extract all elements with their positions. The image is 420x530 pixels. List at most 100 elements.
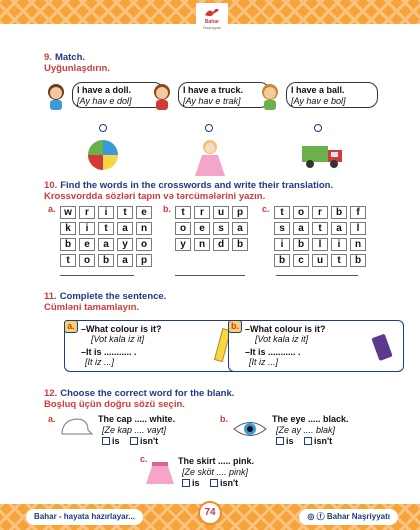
crossword-cell: a (232, 222, 248, 235)
option-isnt: isn't (314, 436, 333, 446)
checkbox-is[interactable] (102, 437, 110, 445)
ex12-title: 12.Choose the correct word for the blank… (44, 388, 234, 410)
crossword-cell: a (293, 222, 309, 235)
grid-label-c: c. (262, 204, 270, 214)
crossword-cell: y (175, 238, 191, 251)
grid-label-b: b. (163, 204, 171, 214)
crossword-cell: p (136, 254, 152, 267)
ex9-title: 9.Match. Uyğunlaşdırın. (44, 52, 110, 74)
card-label: a. (64, 320, 78, 333)
crossword-cell: b (232, 238, 248, 251)
crossword-cell: t (331, 254, 347, 267)
checkbox-is[interactable] (276, 437, 284, 445)
crossword-cell: t (312, 222, 328, 235)
publisher-logo: Bahar Nəşriyyatı (196, 3, 228, 45)
crossword-cell: o (136, 238, 152, 251)
card-answer: –It is ........... . (245, 347, 301, 357)
answer-line[interactable] (276, 275, 358, 276)
question-c: The skirt ..... pink. [Ze sköt .... pink… (178, 456, 254, 489)
boy-icon (154, 84, 170, 110)
card-question: –What colour is it? (81, 324, 162, 334)
option-isnt: isn't (140, 436, 159, 446)
checkbox-isnt[interactable] (130, 437, 139, 445)
checkbox-isnt[interactable] (304, 437, 313, 445)
crossword-cell: a (331, 222, 347, 235)
ex12-number: 12. (44, 388, 58, 399)
ex11-title: 11.Complete the sentence. Cümləni tamaml… (44, 291, 166, 313)
bubble-tr: [Ay hav e dol] (77, 96, 132, 106)
answer-line[interactable] (175, 275, 245, 276)
crossword-cell: b (98, 254, 114, 267)
sentence-card-a: a. –What colour is it? [Vot kala iz it] … (64, 320, 240, 372)
girl-icon (48, 84, 64, 110)
checkbox-is[interactable] (182, 479, 190, 487)
bubble-en: I have a ball. (291, 85, 345, 95)
grid-label-a: a. (48, 204, 56, 214)
crossword-cell: e (136, 206, 152, 219)
footer-slogan: Bahar - hayata hazırlayar... (26, 509, 143, 525)
footer-publisher: ◎ ⓕ Bahar Naşriyyatı (299, 509, 398, 525)
question-transcription: [Ze kap .... vayt] (102, 425, 167, 435)
question-a: The cap ..... white. [Ze kap .... vayt] … (98, 414, 175, 447)
page-number: 74 (198, 501, 222, 525)
bubble-en: I have a truck. (183, 85, 244, 95)
crossword-cell: s (274, 222, 290, 235)
crossword-cell: b (293, 238, 309, 251)
crossword-cell: y (117, 238, 133, 251)
question-transcription: [Ze sköt .... pink] (182, 467, 249, 477)
truck-icon (302, 146, 342, 168)
crossword-cell: i (331, 238, 347, 251)
crossword-cell: w (60, 206, 76, 219)
ex11-number: 11. (44, 291, 57, 302)
crossword-cell: n (136, 222, 152, 235)
crossword-cell: t (274, 206, 290, 219)
crossword-cell: u (312, 254, 328, 267)
crossword-cell: p (232, 206, 248, 219)
ex12-title-en: Choose the correct word for the blank. (60, 388, 235, 399)
crossword-cell: n (350, 238, 366, 251)
option-isnt: isn't (220, 478, 239, 488)
item-label-a: a. (48, 414, 56, 424)
ex11-title-en: Complete the sentence. (59, 291, 167, 302)
white-cap-icon (61, 418, 94, 435)
crossword-cell: a (117, 254, 133, 267)
crossword-cell: t (98, 222, 114, 235)
option-is: is (192, 478, 200, 488)
ball-icon (88, 140, 118, 170)
ex9-number: 9. (44, 52, 52, 63)
match-dot[interactable] (99, 124, 107, 132)
card-question-tr: [Vot kala iz it] (255, 334, 309, 344)
crossword-cell: a (117, 222, 133, 235)
checkbox-isnt[interactable] (210, 479, 219, 487)
speech-bubble-doll: I have a doll. [Ay hav e dol] (72, 82, 164, 108)
crossword-cell: b (274, 254, 290, 267)
answer-line[interactable] (60, 275, 134, 276)
crossword-cell: t (175, 206, 191, 219)
speech-bubble-ball: I have a ball. [Ay hav e bol] (286, 82, 378, 108)
match-dot[interactable] (314, 124, 322, 132)
speech-bubble-truck: I have a truck. [Ay hav e trak] (178, 82, 270, 108)
question-sentence: The skirt ..... pink. (178, 456, 255, 466)
ex10-title: 10.Find the words in the crosswords and … (44, 180, 333, 202)
question-sentence: The eye ..... black. (272, 414, 349, 424)
bird-icon (205, 8, 219, 17)
crossword-cell: t (60, 254, 76, 267)
ex10-title-en: Find the words in the crosswords and wri… (60, 180, 334, 191)
pink-skirt-icon (146, 462, 174, 484)
card-question-tr: [Vot kala iz it] (91, 334, 145, 344)
crossword-cell: a (98, 238, 114, 251)
crossword-cell: o (293, 206, 309, 219)
card-label: b. (228, 320, 242, 333)
purple-eraser-icon (371, 334, 393, 361)
eye-icon (233, 422, 267, 436)
crossword-cell: b (60, 238, 76, 251)
match-dot[interactable] (205, 124, 213, 132)
option-is: is (112, 436, 120, 446)
crossword-cell: f (350, 206, 366, 219)
logo-text: Bahar (204, 19, 220, 25)
card-answer-tr: [It iz ...] (85, 357, 115, 367)
social-icons: ◎ ⓕ (307, 512, 327, 521)
question-transcription: [Ze ay .... blak] (276, 425, 336, 435)
card-answer: –It is ........... . (81, 347, 137, 357)
